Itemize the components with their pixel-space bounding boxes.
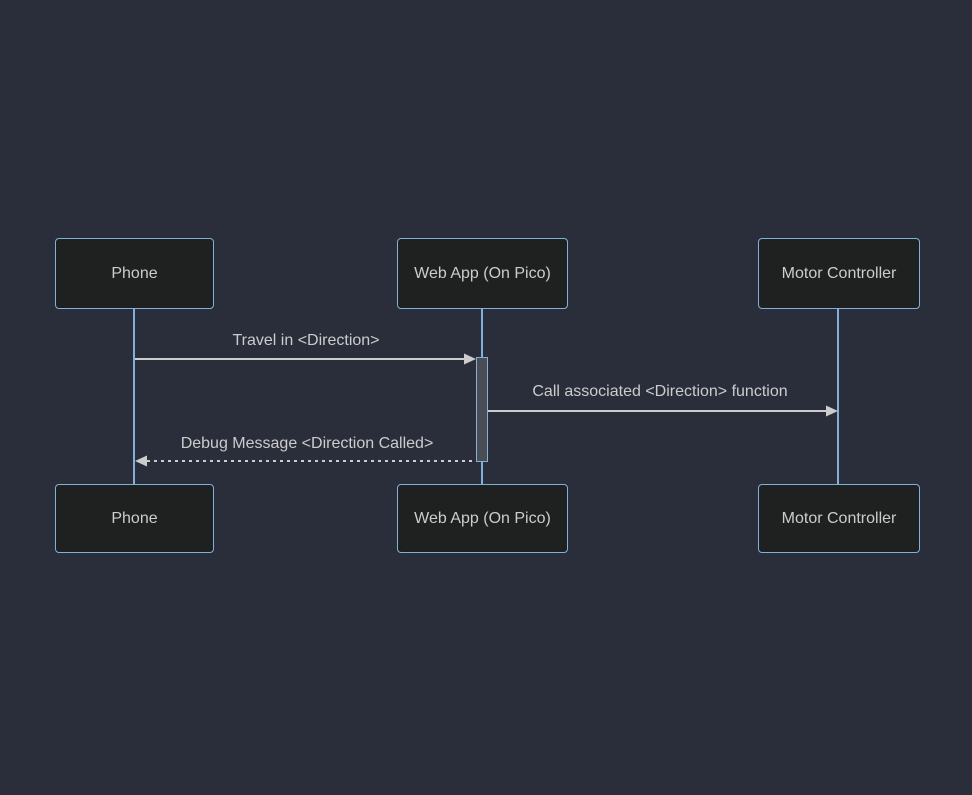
actor-label-motor: Motor Controller — [781, 264, 897, 282]
actor-box-motor-top: Motor Controller — [758, 238, 920, 309]
message-label-debug-return: Debug Message <Direction Called> — [180, 435, 434, 452]
actor-label-phone: Phone — [111, 264, 158, 282]
message-arrow-call-function — [488, 405, 838, 417]
actor-box-phone-top: Phone — [55, 238, 214, 309]
message-label-call-function: Call associated <Direction> function — [532, 383, 788, 400]
message-arrow-debug-return — [135, 455, 476, 467]
actor-label-motor: Motor Controller — [781, 509, 897, 527]
actor-label-phone: Phone — [111, 509, 158, 527]
message-label-travel: Travel in <Direction> — [232, 332, 380, 349]
lifeline-phone — [133, 308, 135, 485]
actor-box-webapp-top: Web App (On Pico) — [397, 238, 568, 309]
message-arrow-travel — [135, 353, 476, 365]
activation-bar-webapp — [476, 357, 488, 462]
actor-box-motor-bottom: Motor Controller — [758, 484, 920, 553]
lifeline-motor — [837, 308, 839, 485]
actor-box-webapp-bottom: Web App (On Pico) — [397, 484, 568, 553]
actor-label-webapp: Web App (On Pico) — [414, 509, 551, 527]
actor-box-phone-bottom: Phone — [55, 484, 214, 553]
actor-label-webapp: Web App (On Pico) — [414, 264, 551, 282]
